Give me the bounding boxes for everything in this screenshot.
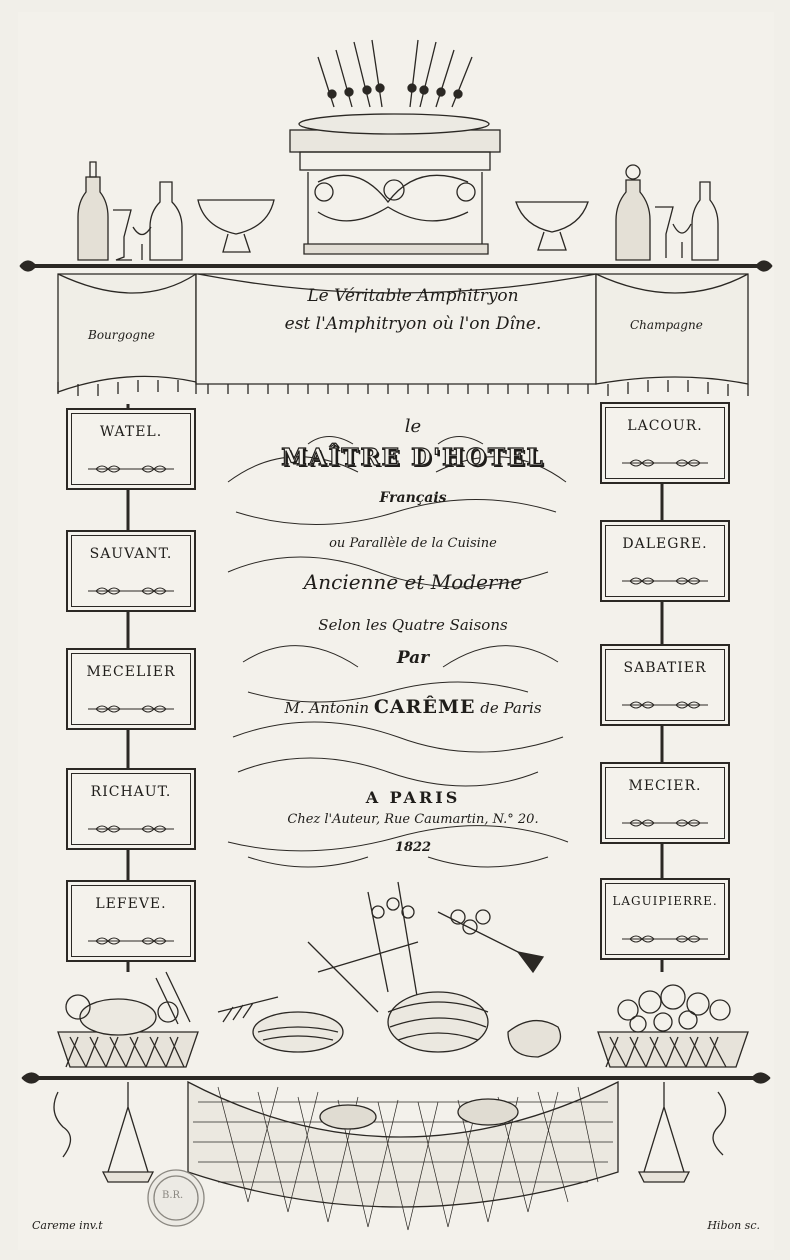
title-ancienne-moderne: Ancienne et Moderne [303,570,523,594]
laurel-icon [622,701,708,709]
author-name: CARÊME [373,696,476,718]
cook-name: WATEL. [99,424,163,440]
cook-name: RICHAUT. [90,784,172,800]
fishing-net-icon [187,1080,619,1231]
cook-name: LACOUR. [627,418,703,434]
author-prefix: M. Antonin [284,699,370,717]
bottles-right-icon [615,164,719,261]
laurel-icon [622,935,708,943]
title-parallele: ou Parallèle de la Cuisine [329,536,497,551]
laurel-icon [88,937,174,945]
title-main: MAÎTRE D'HOTEL [281,443,545,471]
cook-name: LAGUIPIERRE. [612,894,718,908]
title-le: le [404,416,422,437]
engraved-plate: Le Véritable Amphitryon est l'Amphitryon… [18,12,774,1250]
motto-line-2: est l'Amphitryon où l'on Dîne. [284,314,542,334]
cook-tablet-right-2: DALEGRE. [600,520,730,602]
food-trophy-icon [217,881,562,1058]
laurel-icon [88,465,174,473]
cook-tablet-left-1: WATEL. [66,408,196,490]
cook-tablet-left-2: SAUVANT. [66,530,196,612]
author-line: M. Antonin CARÊME de Paris [218,696,608,718]
library-stamp-text: B.R. [162,1190,184,1201]
laurel-icon [622,459,708,467]
title-par: Par [396,648,430,668]
cook-name: DALEGRE. [622,536,708,552]
cook-tablet-right-1: LACOUR. [600,402,730,484]
scale-left-icon [101,1082,155,1183]
cook-name: SAUVANT. [89,546,173,562]
author-suffix: de Paris [480,699,542,717]
publisher-city: A PARIS [365,788,461,807]
laurel-icon [88,587,174,595]
drapery-motto: Le Véritable Amphitryon est l'Amphitryon… [248,282,578,338]
bottles-left-icon [77,161,183,261]
vine-icon [53,1091,727,1158]
cook-tablet-right-4: MECIER. [600,762,730,844]
scale-right-icon [637,1082,691,1183]
motto-line-1: Le Véritable Amphitryon [307,286,519,306]
laurel-icon [88,825,174,833]
title-francais: Français [379,490,447,506]
cook-tablet-right-5: LAGUIPIERRE. [600,878,730,960]
cook-tablet-left-5: LEFEVE. [66,880,196,962]
title-saisons: Selon les Quatre Saisons [318,616,508,634]
label-bourgogne: Bourgogne [88,328,155,342]
cook-name: SABATIER [623,660,707,676]
publication-year: 1822 [394,840,432,855]
cook-tablet-right-3: SABATIER [600,644,730,726]
fruit-basket-left-icon [57,971,199,1068]
fruit-basket-right-icon [597,984,749,1068]
cook-name: MECELIER [86,664,176,680]
credit-engraver: Hibon sc. [707,1219,760,1232]
drapery-icon [57,273,749,396]
cook-name: LEFEVE. [95,896,167,912]
library-stamp-icon [147,1169,205,1227]
centerpiece-icon [289,39,501,255]
laurel-icon [622,577,708,585]
bowl-left-icon [197,199,275,253]
publisher-address: Chez l'Auteur, Rue Caumartin, N.° 20. [287,812,539,827]
engraving-illustration [19,39,773,1231]
laurel-icon [88,705,174,713]
laurel-icon [622,819,708,827]
credit-inventor: Careme inv.t [32,1219,103,1232]
cook-tablet-left-4: RICHAUT. [66,768,196,850]
label-champagne: Champagne [630,318,703,332]
cook-tablet-left-3: MECELIER [66,648,196,730]
calligraphic-flourishes [227,436,569,868]
cook-name: MECIER. [628,778,702,794]
bowl-right-icon [515,201,589,251]
